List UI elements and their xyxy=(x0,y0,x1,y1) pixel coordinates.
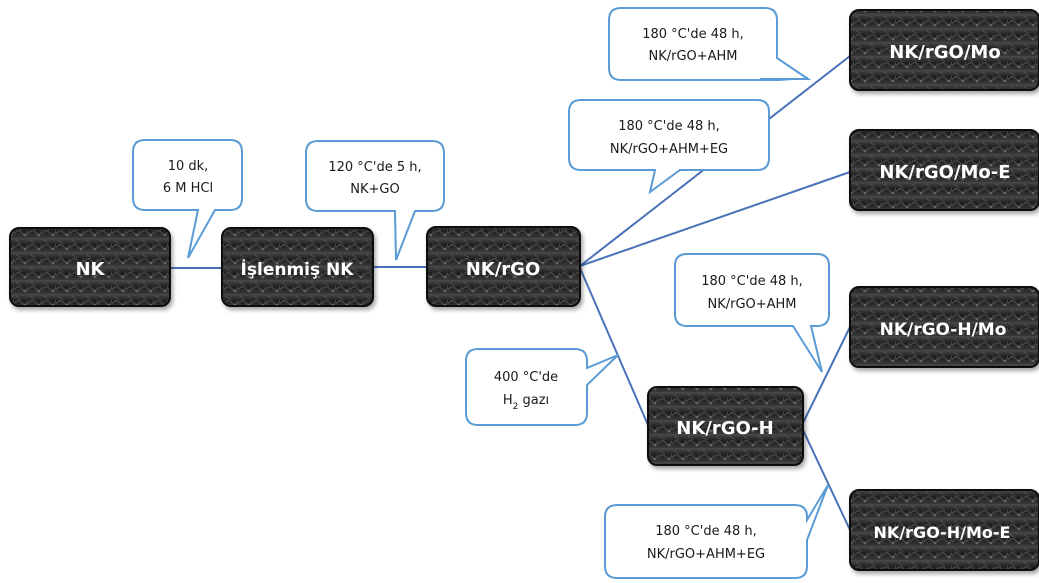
callout-go: 120 °C'de 5 h, NK+GO xyxy=(305,140,445,261)
node-nk-rgo-h-mo-e: NK/rGO-H/Mo-E xyxy=(849,489,1039,571)
callout-text: NK/rGO+AHM+EG xyxy=(647,547,765,562)
node-nk-rgo-mo-e: NK/rGO/Mo-E xyxy=(849,129,1039,211)
node-label: NK/rGO-H/Mo xyxy=(880,320,1007,340)
connector-h-hmoe xyxy=(802,429,851,531)
callout-text: 180 °C'de 48 h, xyxy=(701,274,803,289)
callout-text: 6 M HCl xyxy=(163,181,213,196)
callout-mo-e: 180 °C'de 48 h, NK/rGO+AHM+EG xyxy=(568,99,770,195)
node-nk-rgo-mo: NK/rGO/Mo xyxy=(849,9,1039,91)
node-nk: NK xyxy=(9,227,171,307)
callout-text: 10 dk, xyxy=(168,159,209,174)
node-islenmis-nk: İşlenmiş NK xyxy=(221,227,374,307)
connector-rgo-mo-e xyxy=(579,171,851,267)
node-nk-rgo: NK/rGO xyxy=(426,226,581,307)
connector-rgo-h xyxy=(579,267,649,426)
connector-h-hmo xyxy=(802,326,851,424)
callout-h2: 400 °C'de H2 gazı xyxy=(465,348,619,426)
node-label: NK/rGO xyxy=(466,259,541,280)
callout-mo: 180 °C'de 48 h, NK/rGO+AHM xyxy=(608,7,812,81)
node-label: NK/rGO/Mo-E xyxy=(879,162,1010,183)
callout-hcl: 10 dk, 6 M HCl xyxy=(132,139,243,259)
callout-h-mo: 180 °C'de 48 h, NK/rGO+AHM xyxy=(674,253,830,373)
node-nk-rgo-h-mo: NK/rGO-H/Mo xyxy=(849,286,1039,368)
callout-text: 120 °C'de 5 h, xyxy=(328,160,421,175)
node-label: NK xyxy=(75,259,105,280)
callout-text: NK/rGO+AHM+EG xyxy=(610,142,728,157)
callout-text: 180 °C'de 48 h, xyxy=(642,27,744,42)
node-label: İşlenmiş NK xyxy=(241,258,355,280)
callout-h-mo-e: 180 °C'de 48 h, NK/rGO+AHM+EG xyxy=(604,484,829,579)
callout-text: NK/rGO+AHM xyxy=(648,49,737,64)
node-nk-rgo-h: NK/rGO-H xyxy=(647,386,804,466)
callout-text: NK/rGO+AHM xyxy=(707,297,796,312)
callout-text-h2: H2 gazı xyxy=(503,393,549,412)
node-label: NK/rGO-H xyxy=(676,418,773,439)
callout-text: 400 °C'de xyxy=(494,370,558,385)
callout-text: NK+GO xyxy=(350,182,399,197)
callout-text: 180 °C'de 48 h, xyxy=(618,119,720,134)
node-label: NK/rGO/Mo xyxy=(889,42,1000,63)
node-label: NK/rGO-H/Mo-E xyxy=(874,523,1011,542)
callout-text: 180 °C'de 48 h, xyxy=(655,524,757,539)
